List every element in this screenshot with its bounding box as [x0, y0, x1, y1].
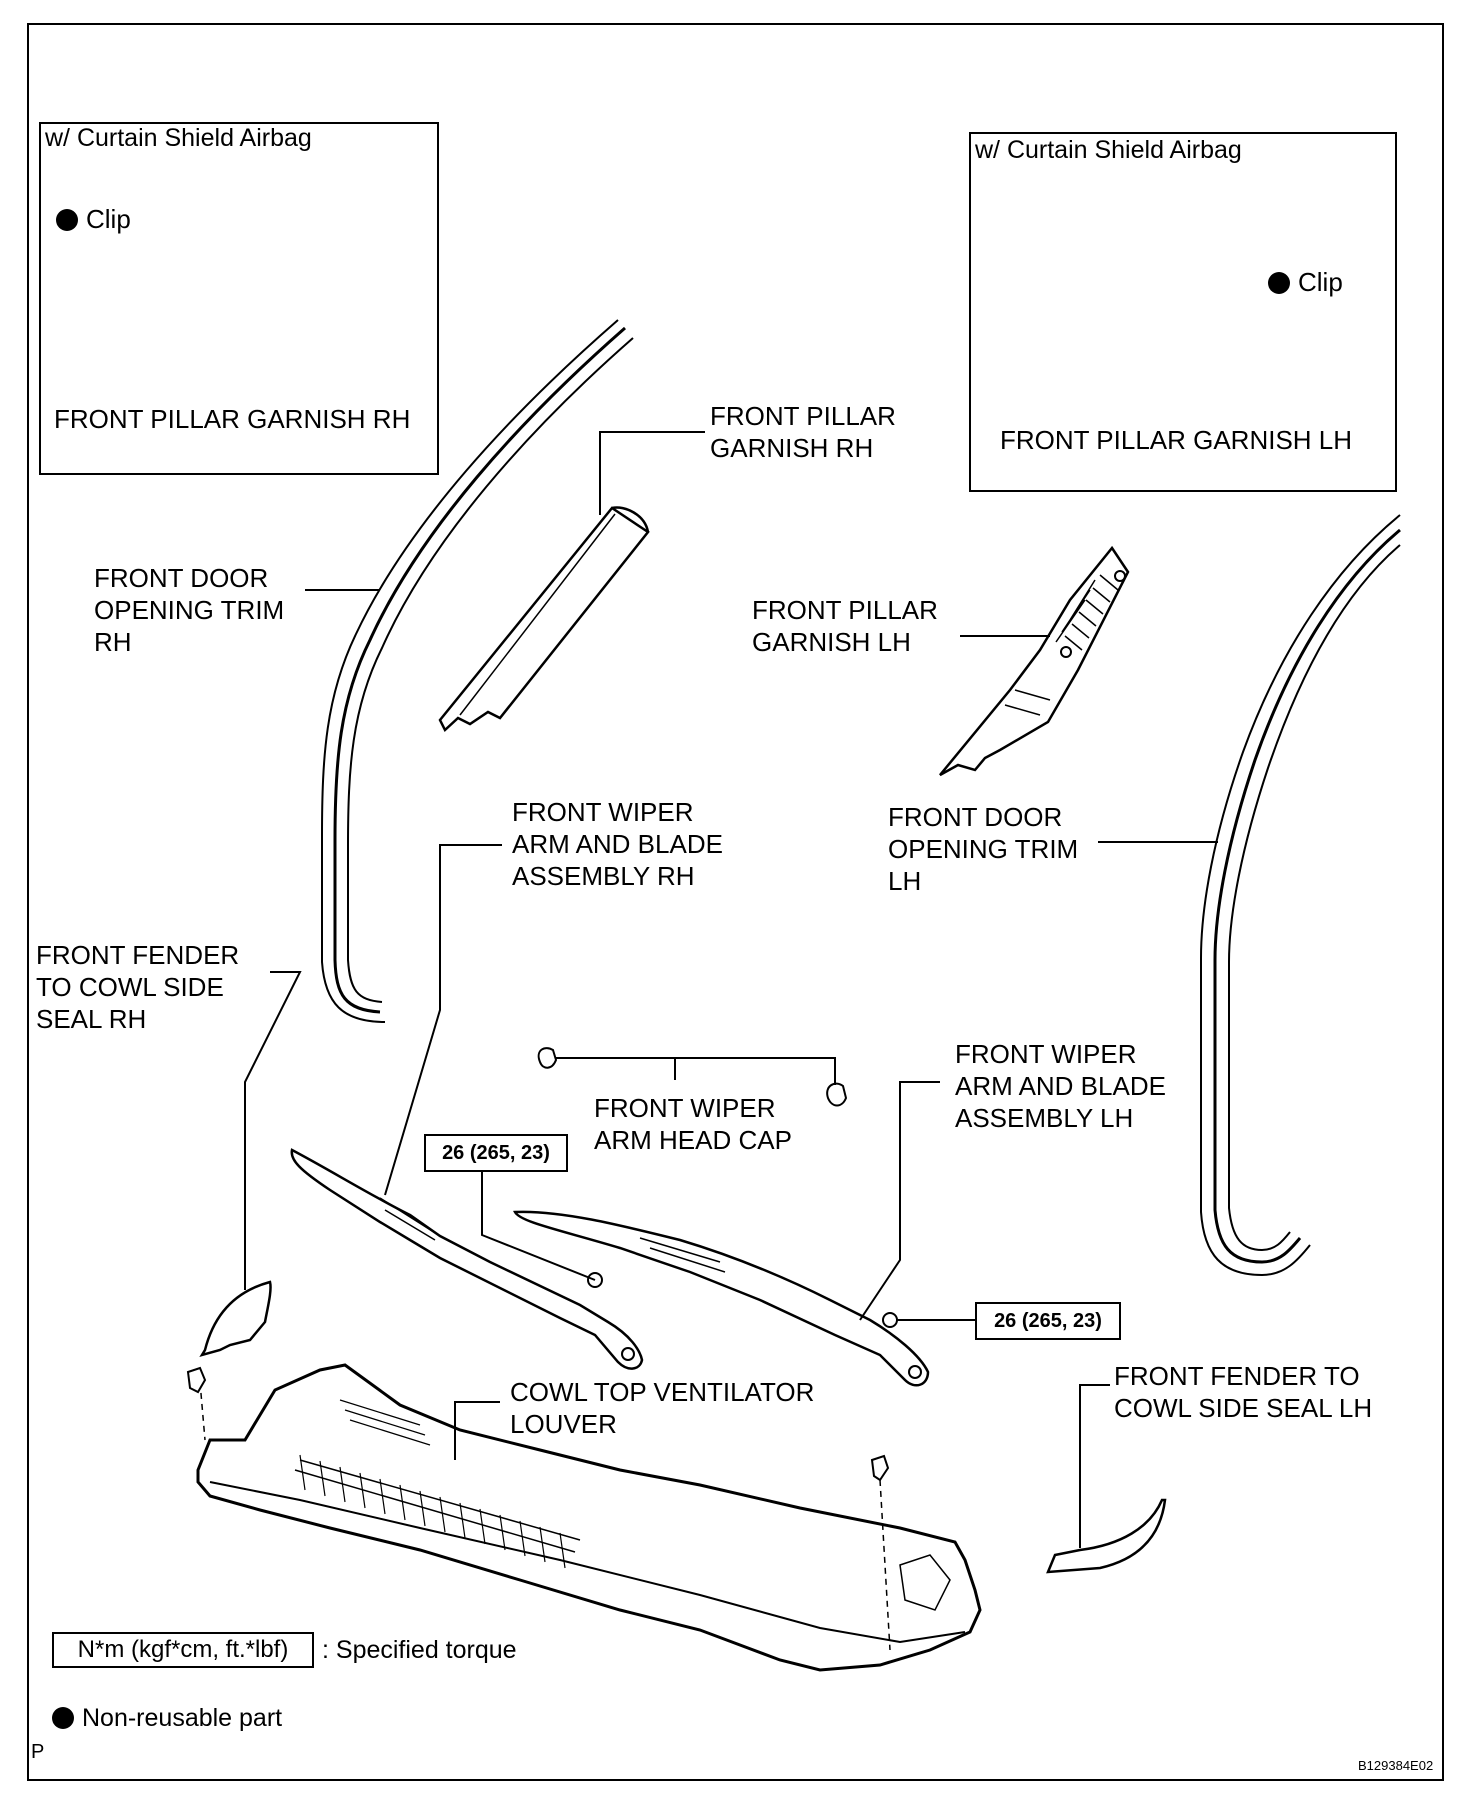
- nonreusable-dot-icon: [52, 1707, 74, 1729]
- inset-right-clip: Clip: [1268, 266, 1343, 298]
- nonreusable-dot-icon: [1268, 272, 1290, 294]
- corner-mark: P: [31, 1741, 45, 1763]
- front-fender-seal-lh: [1046, 1498, 1167, 1574]
- clip-label: Clip: [1298, 267, 1343, 297]
- inset-right: [969, 132, 1397, 492]
- legend-nonreusable-text: Non-reusable part: [82, 1704, 283, 1732]
- cowl-top-ventilator-louver: [196, 1363, 982, 1672]
- diagram-frame: [27, 23, 1444, 1781]
- label-cowl-louver: COWL TOP VENTILATOR LOUVER: [510, 1377, 815, 1439]
- label-front-door-opening-trim-rh: FRONT DOOR OPENING TRIM RH: [94, 563, 285, 657]
- torque-box-right: 26 (265, 23): [975, 1302, 1121, 1340]
- inset-left-title: w/ Curtain Shield Airbag: [45, 124, 312, 152]
- leader-lines: [244, 431, 1218, 1548]
- label-front-pillar-garnish-lh: FRONT PILLAR GARNISH LH: [752, 595, 938, 657]
- label-front-fender-seal-rh: FRONT FENDER TO COWL SIDE SEAL RH: [36, 940, 240, 1034]
- torque-box-left: 26 (265, 23): [424, 1134, 568, 1172]
- label-front-wiper-arm-rh: FRONT WIPER ARM AND BLADE ASSEMBLY RH: [512, 797, 723, 891]
- nonreusable-dot-icon: [56, 209, 78, 231]
- legend-torque-box: N*m (kgf*cm, ft.*lbf): [52, 1632, 314, 1668]
- inset-left: [39, 122, 439, 475]
- inset-left-part-label: FRONT PILLAR GARNISH RH: [54, 404, 411, 434]
- torque-nuts: [481, 1162, 975, 1328]
- inset-right-title: w/ Curtain Shield Airbag: [975, 136, 1242, 164]
- louver-clips: [186, 1366, 890, 1482]
- front-wiper-arm-head-caps: [537, 1047, 848, 1107]
- front-pillar-garnish-rh: [438, 506, 650, 733]
- label-front-wiper-head-cap: FRONT WIPER ARM HEAD CAP: [594, 1093, 792, 1155]
- label-front-door-opening-trim-lh: FRONT DOOR OPENING TRIM LH: [888, 802, 1079, 896]
- inset-right-part-label: FRONT PILLAR GARNISH LH: [1000, 425, 1353, 455]
- front-pillar-garnish-lh: [939, 545, 1130, 777]
- front-fender-seal-rh: [199, 1280, 272, 1358]
- label-front-fender-seal-lh: FRONT FENDER TO COWL SIDE SEAL LH: [1114, 1361, 1373, 1423]
- front-door-opening-trim-rh: [321, 319, 634, 1023]
- front-wiper-arm-lh: [513, 1210, 930, 1387]
- label-front-wiper-arm-lh: FRONT WIPER ARM AND BLADE ASSEMBLY LH: [955, 1039, 1166, 1133]
- inset-left-clip: Clip: [56, 203, 131, 235]
- legend-nonreusable: Non-reusable part: [52, 1702, 282, 1734]
- legend-torque-text: : Specified torque: [322, 1636, 517, 1664]
- front-door-opening-trim-lh: [1200, 514, 1401, 1277]
- label-front-pillar-garnish-rh: FRONT PILLAR GARNISH RH: [710, 401, 896, 463]
- front-wiper-arm-rh: [290, 1148, 644, 1370]
- figure-id: B129384E02: [1358, 1758, 1434, 1773]
- clip-label: Clip: [86, 204, 131, 234]
